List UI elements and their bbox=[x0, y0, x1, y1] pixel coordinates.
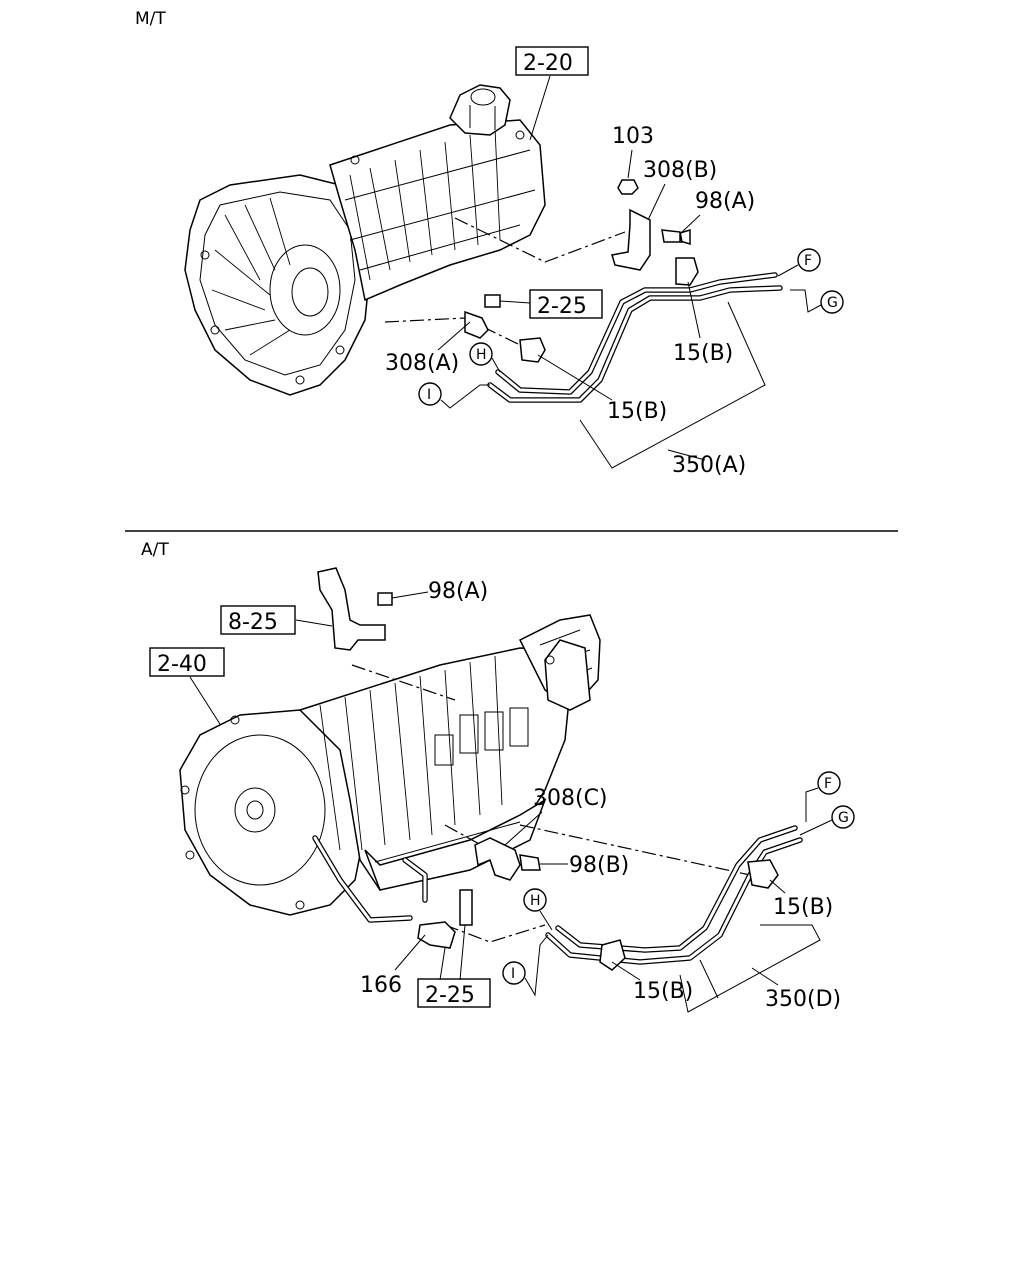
connector-i-at[interactable]: I bbox=[502, 961, 526, 985]
bolt-98a-at-icon bbox=[377, 592, 393, 606]
leader-15b-lower-at bbox=[611, 961, 641, 981]
at-centerline-lower bbox=[444, 924, 546, 943]
bracket-308c-icon bbox=[474, 837, 521, 881]
connector-g-mt[interactable]: G bbox=[820, 290, 844, 314]
bracket-308a-icon bbox=[464, 310, 489, 339]
leader-350a bbox=[667, 449, 706, 461]
nut-103-icon bbox=[617, 179, 639, 195]
ref-2-40-label: 2-40 bbox=[157, 652, 207, 677]
leader-f-at bbox=[805, 787, 819, 822]
clip-15b-right-at-icon bbox=[747, 859, 779, 889]
at-section-title: A/T bbox=[141, 540, 169, 560]
svg-text:F: F bbox=[824, 776, 832, 792]
bolt-2-25-mt-icon bbox=[484, 294, 501, 308]
ref-2-25-at-label: 2-25 bbox=[425, 983, 475, 1008]
clip-15b-upper-icon bbox=[675, 257, 699, 286]
bolt-2-25-at-icon bbox=[459, 889, 473, 926]
connector-i-mt[interactable]: I bbox=[418, 382, 442, 406]
part-350a-label[interactable]: 350(A) bbox=[672, 453, 746, 478]
ref-box-2-25-mt[interactable]: 2-25 bbox=[529, 289, 603, 319]
mt-section-title: M/T bbox=[135, 9, 166, 29]
part-15b-right-at-label[interactable]: 15(B) bbox=[773, 895, 833, 920]
part-15b-lower-at-label[interactable]: 15(B) bbox=[633, 979, 693, 1004]
leader-i-mt bbox=[440, 384, 490, 409]
part-103-label[interactable]: 103 bbox=[612, 124, 654, 149]
svg-text:I: I bbox=[511, 966, 515, 982]
leader-2-25-mt bbox=[499, 300, 531, 304]
leader-2-40 bbox=[189, 676, 226, 733]
clip-15b-lower-at-icon bbox=[599, 939, 626, 971]
bolt-98a-mt-icon bbox=[661, 228, 691, 246]
at-centerline-upper bbox=[351, 664, 456, 701]
leader-8-25 bbox=[295, 619, 333, 627]
clip-15b-lower-icon bbox=[519, 337, 546, 363]
leader-350d-bracket bbox=[679, 924, 821, 1013]
svg-text:F: F bbox=[804, 253, 812, 269]
part-15b-lower-mt-label[interactable]: 15(B) bbox=[607, 399, 667, 424]
part-308a-label[interactable]: 308(A) bbox=[385, 351, 459, 376]
manual-transmission-drawing bbox=[184, 84, 546, 396]
ref-box-2-40[interactable]: 2-40 bbox=[149, 647, 225, 677]
leader-15b-lower-mt bbox=[537, 354, 613, 401]
bracket-308b-icon bbox=[611, 208, 651, 271]
svg-text:H: H bbox=[476, 347, 487, 363]
part-98a-at-label[interactable]: 98(A) bbox=[428, 579, 488, 604]
leader-308c bbox=[504, 811, 543, 846]
leader-h-at bbox=[539, 910, 553, 931]
bracket-8-25-icon bbox=[317, 567, 386, 651]
at-section: A/T 98(A) 8-25 2-40 bbox=[141, 540, 855, 1013]
mt-centerline-upper bbox=[454, 217, 626, 263]
part-166-label[interactable]: 166 bbox=[360, 973, 402, 998]
part-308b-label[interactable]: 308(B) bbox=[643, 158, 717, 183]
mt-cooler-pipes bbox=[487, 272, 783, 403]
leader-98a-at bbox=[391, 591, 429, 599]
leader-i-at bbox=[524, 934, 549, 997]
mt-centerline-lower bbox=[384, 317, 521, 346]
part-98b-label[interactable]: 98(B) bbox=[569, 853, 629, 878]
mt-section: M/T 2- bbox=[135, 9, 844, 478]
at-centerline-middle bbox=[444, 824, 751, 876]
ref-2-20-label: 2-20 bbox=[523, 51, 573, 76]
ref-2-25-mt-label: 2-25 bbox=[537, 294, 587, 319]
connector-g-at[interactable]: G bbox=[831, 805, 855, 829]
leader-308a bbox=[437, 321, 471, 351]
leader-15b-right-at bbox=[769, 879, 786, 894]
leader-g-at bbox=[799, 819, 833, 836]
svg-text:H: H bbox=[530, 893, 541, 909]
leader-350a-bracket bbox=[579, 301, 766, 469]
leader-350d bbox=[699, 959, 779, 999]
leader-15b-upper-mt bbox=[687, 281, 701, 339]
leader-2-25-at bbox=[439, 924, 466, 981]
leader-166 bbox=[394, 934, 426, 971]
ref-8-25-label: 8-25 bbox=[228, 610, 278, 635]
part-308c-label[interactable]: 308(C) bbox=[533, 786, 608, 811]
leader-308b bbox=[647, 183, 666, 221]
part-98a-mt-label[interactable]: 98(A) bbox=[695, 189, 755, 214]
leader-2-20 bbox=[529, 75, 551, 141]
connector-h-mt[interactable]: H bbox=[469, 342, 493, 366]
connector-h-at[interactable]: H bbox=[523, 888, 547, 912]
part-350d-label[interactable]: 350(D) bbox=[765, 987, 841, 1012]
ref-box-8-25[interactable]: 8-25 bbox=[220, 605, 296, 635]
part-15b-upper-mt-label[interactable]: 15(B) bbox=[673, 341, 733, 366]
leader-h-mt bbox=[491, 357, 501, 373]
connector-f-at[interactable]: F bbox=[817, 771, 841, 795]
svg-text:G: G bbox=[827, 295, 838, 311]
svg-text:G: G bbox=[838, 810, 849, 826]
leader-98a-mt bbox=[681, 214, 701, 233]
leader-103 bbox=[627, 149, 633, 179]
automatic-transmission-drawing bbox=[179, 614, 601, 923]
bolt-98b-icon bbox=[519, 854, 541, 871]
ref-box-2-20[interactable]: 2-20 bbox=[515, 46, 589, 76]
leader-f-mt bbox=[777, 264, 799, 277]
leader-g-mt bbox=[790, 289, 822, 313]
bracket-166-icon bbox=[417, 921, 456, 949]
svg-text:I: I bbox=[427, 387, 431, 403]
ref-box-2-25-at[interactable]: 2-25 bbox=[417, 978, 491, 1008]
at-cooler-pipes bbox=[545, 825, 803, 965]
connector-f-mt[interactable]: F bbox=[797, 248, 821, 272]
